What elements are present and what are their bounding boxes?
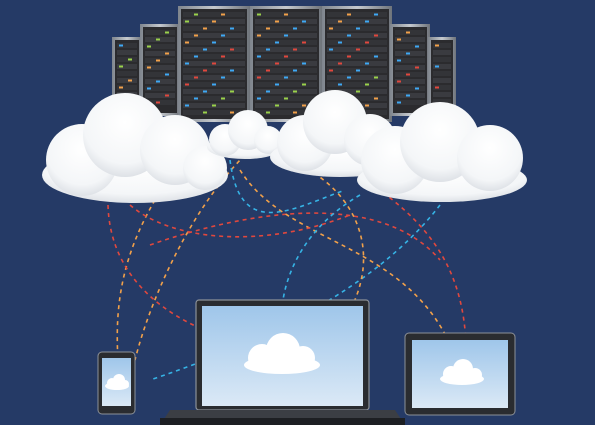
server-rack-icon — [428, 37, 456, 115]
tablet-icon — [404, 332, 516, 416]
link-blue-2 — [229, 159, 346, 214]
cloud-icon — [207, 110, 283, 159]
cloud-icon — [244, 333, 320, 374]
server-rack-icon — [140, 24, 180, 116]
link-blue-3 — [280, 194, 361, 356]
laptop-icon — [160, 299, 405, 425]
server-rack-icon — [250, 6, 322, 122]
cloud-icon — [42, 93, 228, 203]
cloud-icon — [440, 359, 484, 385]
link-orange-4 — [239, 169, 461, 371]
link-orange-1 — [116, 199, 156, 361]
cloud-icon — [357, 102, 527, 202]
link-orange-2 — [134, 154, 246, 361]
server-rack-icon — [178, 6, 250, 122]
server-rack-group — [112, 6, 456, 122]
link-red-1 — [107, 204, 271, 351]
cloud-icon — [105, 374, 129, 390]
cloud-group — [42, 90, 527, 203]
smartphone-icon — [97, 351, 136, 415]
server-rack-icon — [390, 24, 430, 116]
link-red-4 — [129, 204, 351, 238]
device-group — [97, 299, 516, 425]
